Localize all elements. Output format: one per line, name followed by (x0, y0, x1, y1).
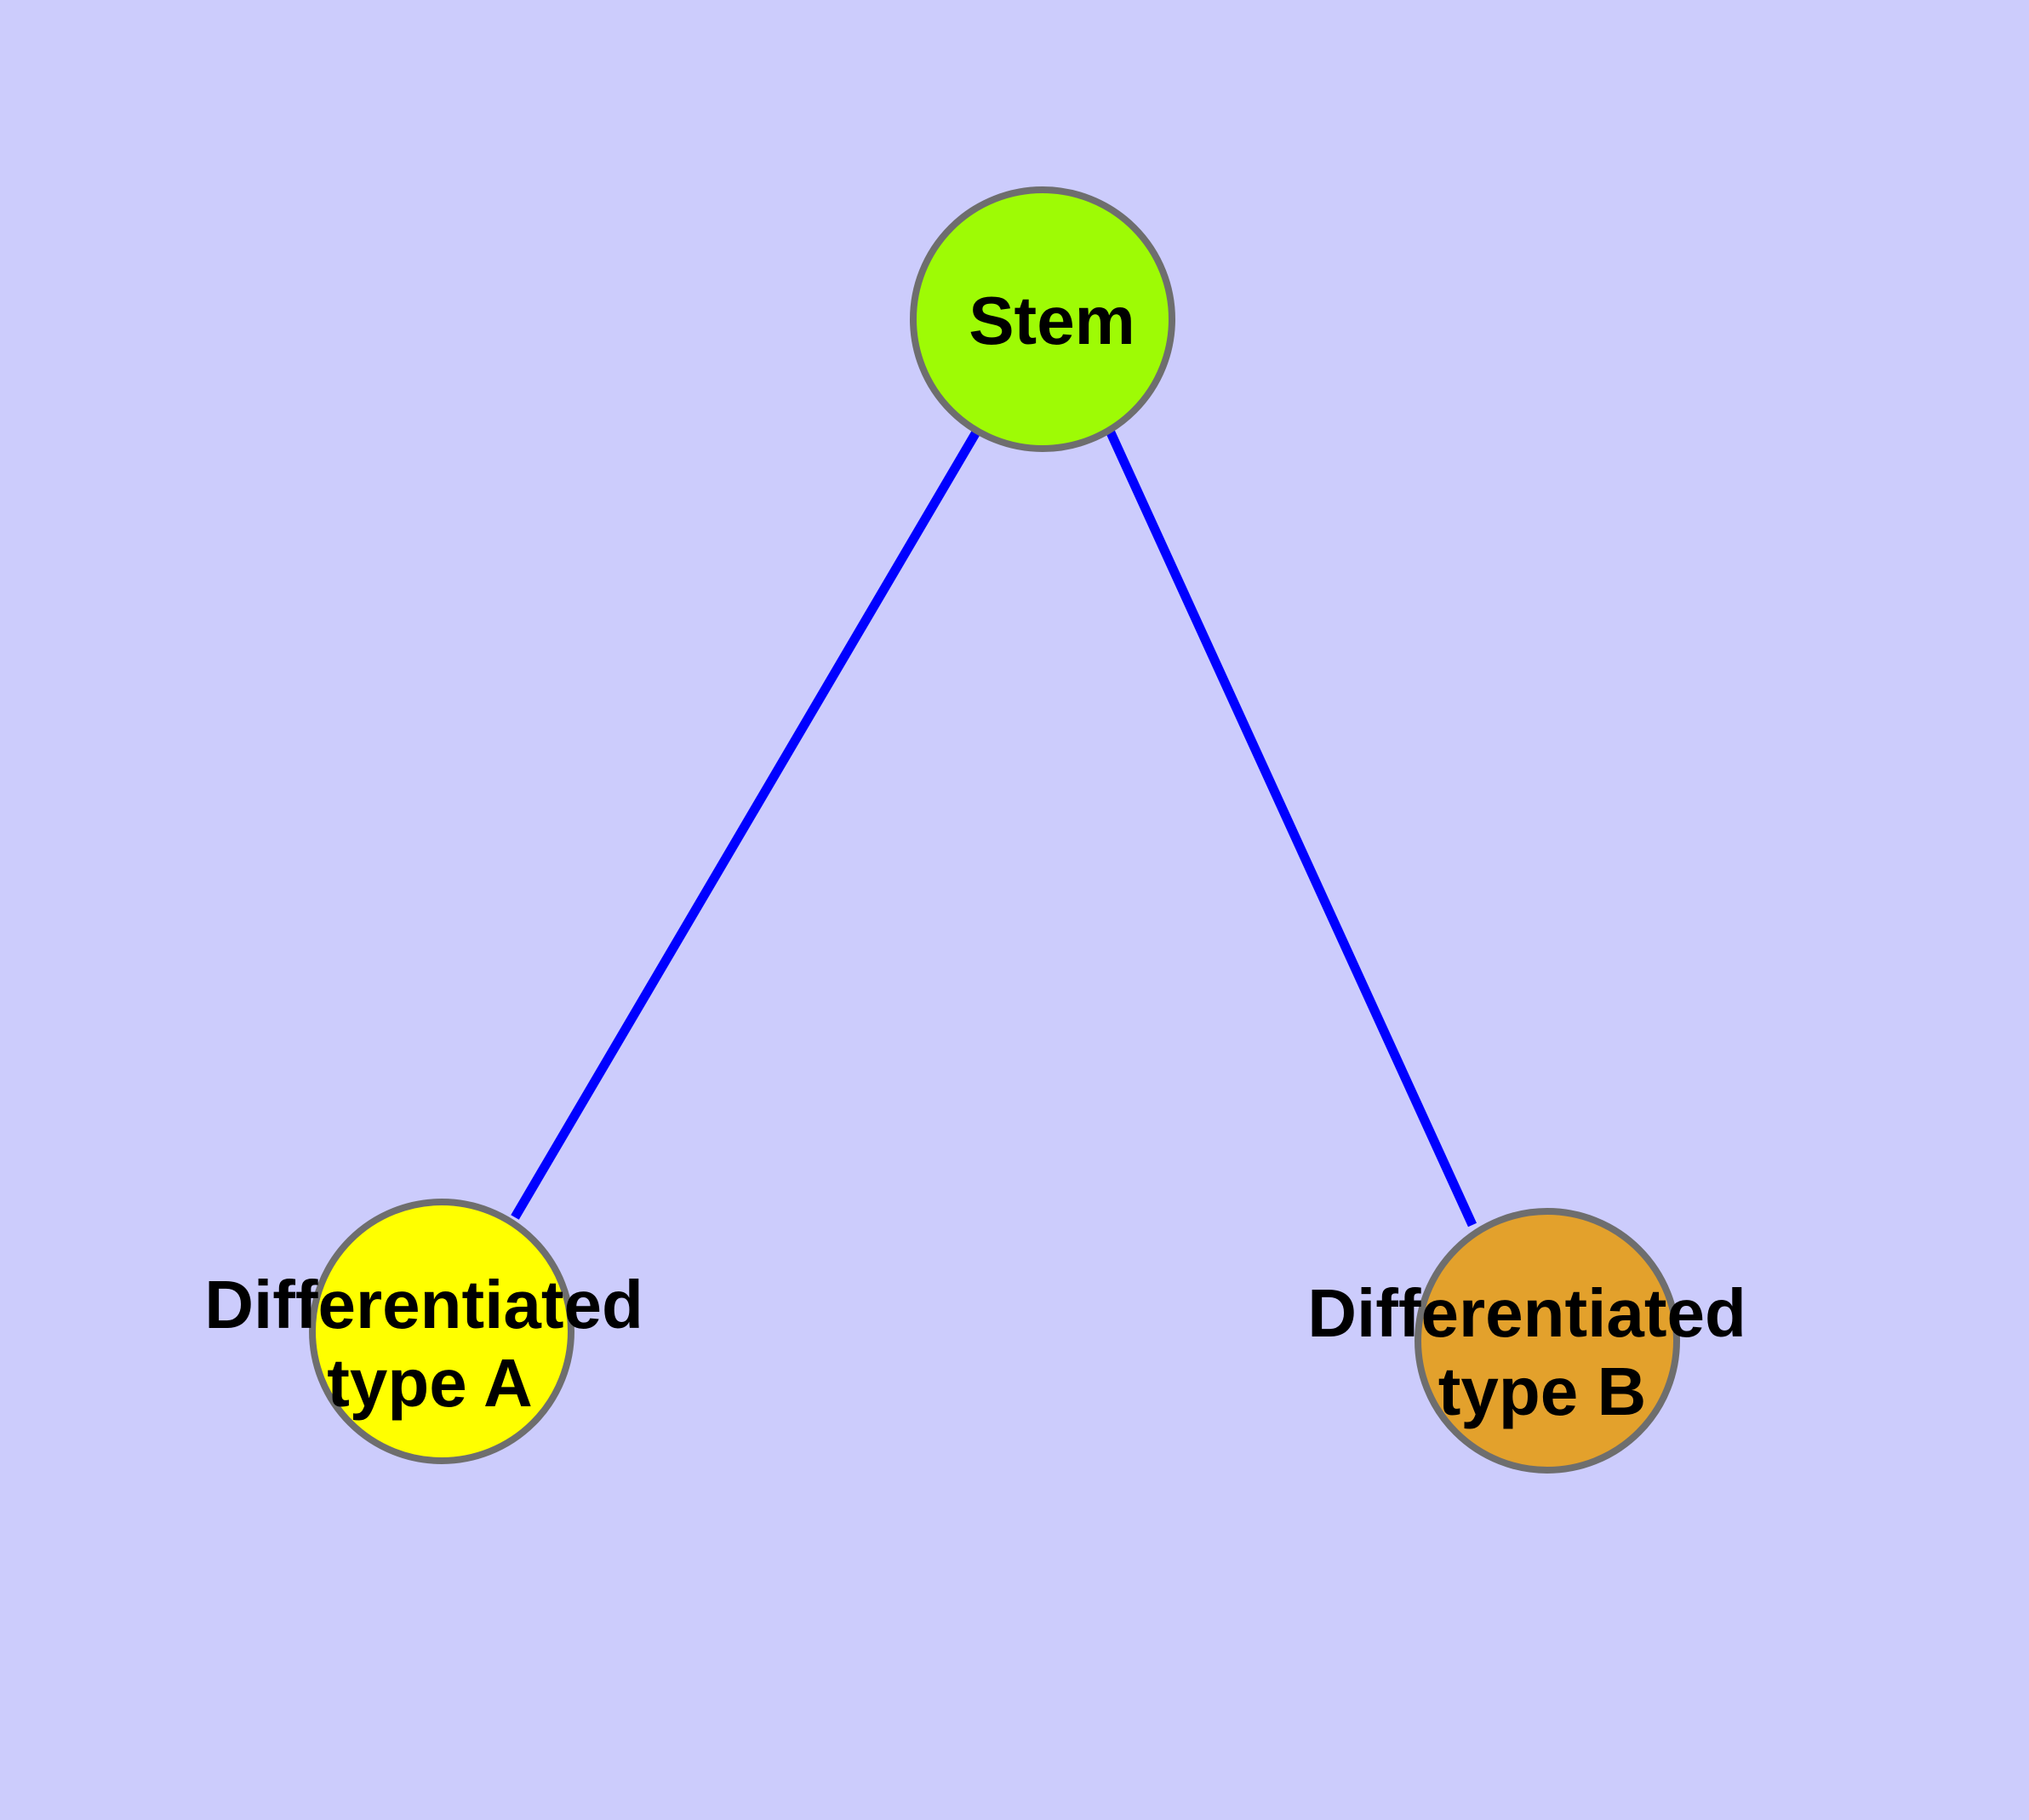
node-differentiated-type-b-label-line-2: type B (1438, 1354, 1647, 1429)
node-stem-label: Stem (969, 283, 1135, 358)
node-stem-circle[interactable] (910, 186, 1175, 452)
node-differentiated-type-a-label-line-2: type A (327, 1345, 533, 1421)
node-differentiated-type-a-circle[interactable] (309, 1199, 574, 1464)
edge-layer (511, 428, 1477, 1228)
node-differentiated-type-b-circle[interactable] (1415, 1208, 1680, 1474)
node-differentiated-type-a-label-line-1: Differentiated (204, 1267, 643, 1342)
label-layer: Stem Differentiated type A Differentiate… (204, 283, 1746, 1429)
edge-stem-to-differentiated-type-b[interactable] (1105, 428, 1477, 1228)
edge-stem-to-differentiated-type-a[interactable] (511, 428, 981, 1220)
node-differentiated-type-a[interactable] (309, 1199, 574, 1464)
node-layer (309, 186, 1680, 1474)
node-stem[interactable] (910, 186, 1175, 452)
node-differentiated-type-b-label-line-1: Differentiated (1307, 1275, 1746, 1351)
node-differentiated-type-b[interactable] (1415, 1208, 1680, 1474)
